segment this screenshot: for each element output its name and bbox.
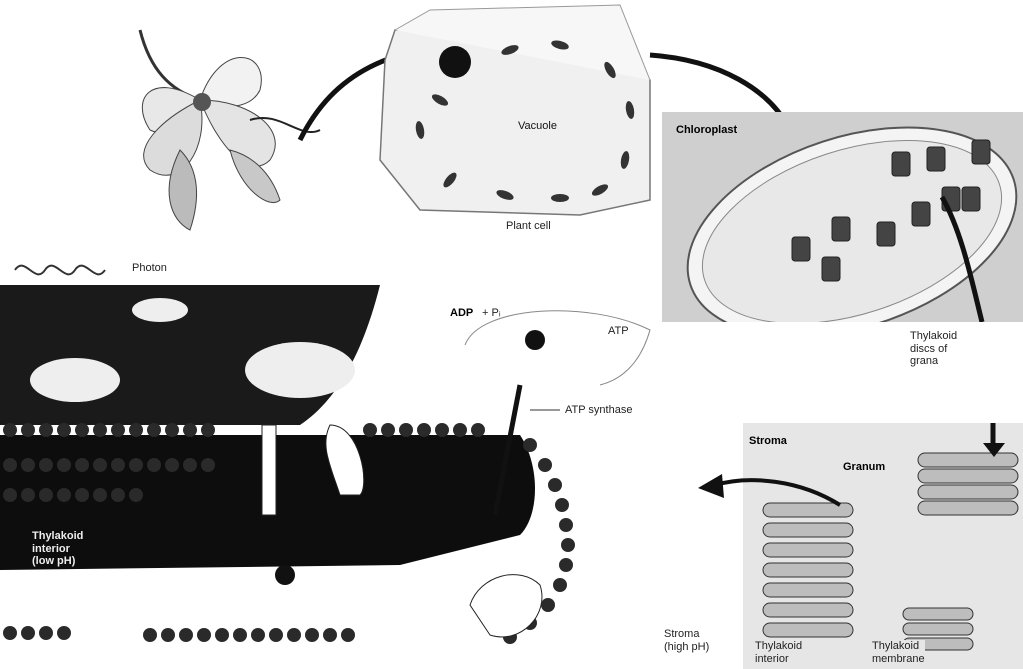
adp-label: ADP	[450, 307, 473, 320]
chloroplast-illustration	[662, 112, 1023, 322]
granum-label: Granum	[843, 461, 885, 474]
atp-synthase-label: ATP synthase	[565, 404, 632, 417]
chloroplast-label: Chloroplast	[676, 124, 737, 137]
thylakoid-membrane-label: Thylakoid membrane	[872, 640, 925, 665]
membrane-illustration	[0, 285, 660, 669]
plant-cell-label: Plant cell	[506, 220, 551, 233]
thylakoid-membrane-panel: ADP + Pᵢ ATP ATP synthase Thylakoid inte…	[0, 285, 660, 669]
stroma-bottom-label: Stroma (high pH)	[664, 628, 709, 653]
thylakoid-interior-bottom-label: Thylakoid interior	[755, 640, 802, 665]
stroma-top-label: Stroma	[749, 435, 787, 448]
atp-label: ATP	[608, 325, 629, 338]
thylakoid-interior-label: Thylakoid interior (low pH)	[32, 530, 83, 568]
granum-panel: Stroma Granum	[743, 423, 1023, 669]
pi-label: + Pᵢ	[482, 307, 501, 320]
granum-illustration	[743, 423, 1023, 669]
vacuole-label: Vacuole	[518, 120, 557, 133]
photon-label: Photon	[132, 262, 167, 275]
chloroplast-panel: Chloroplast	[662, 112, 1023, 322]
thylakoid-discs-label: Thylakoid discs of grana	[910, 330, 957, 368]
